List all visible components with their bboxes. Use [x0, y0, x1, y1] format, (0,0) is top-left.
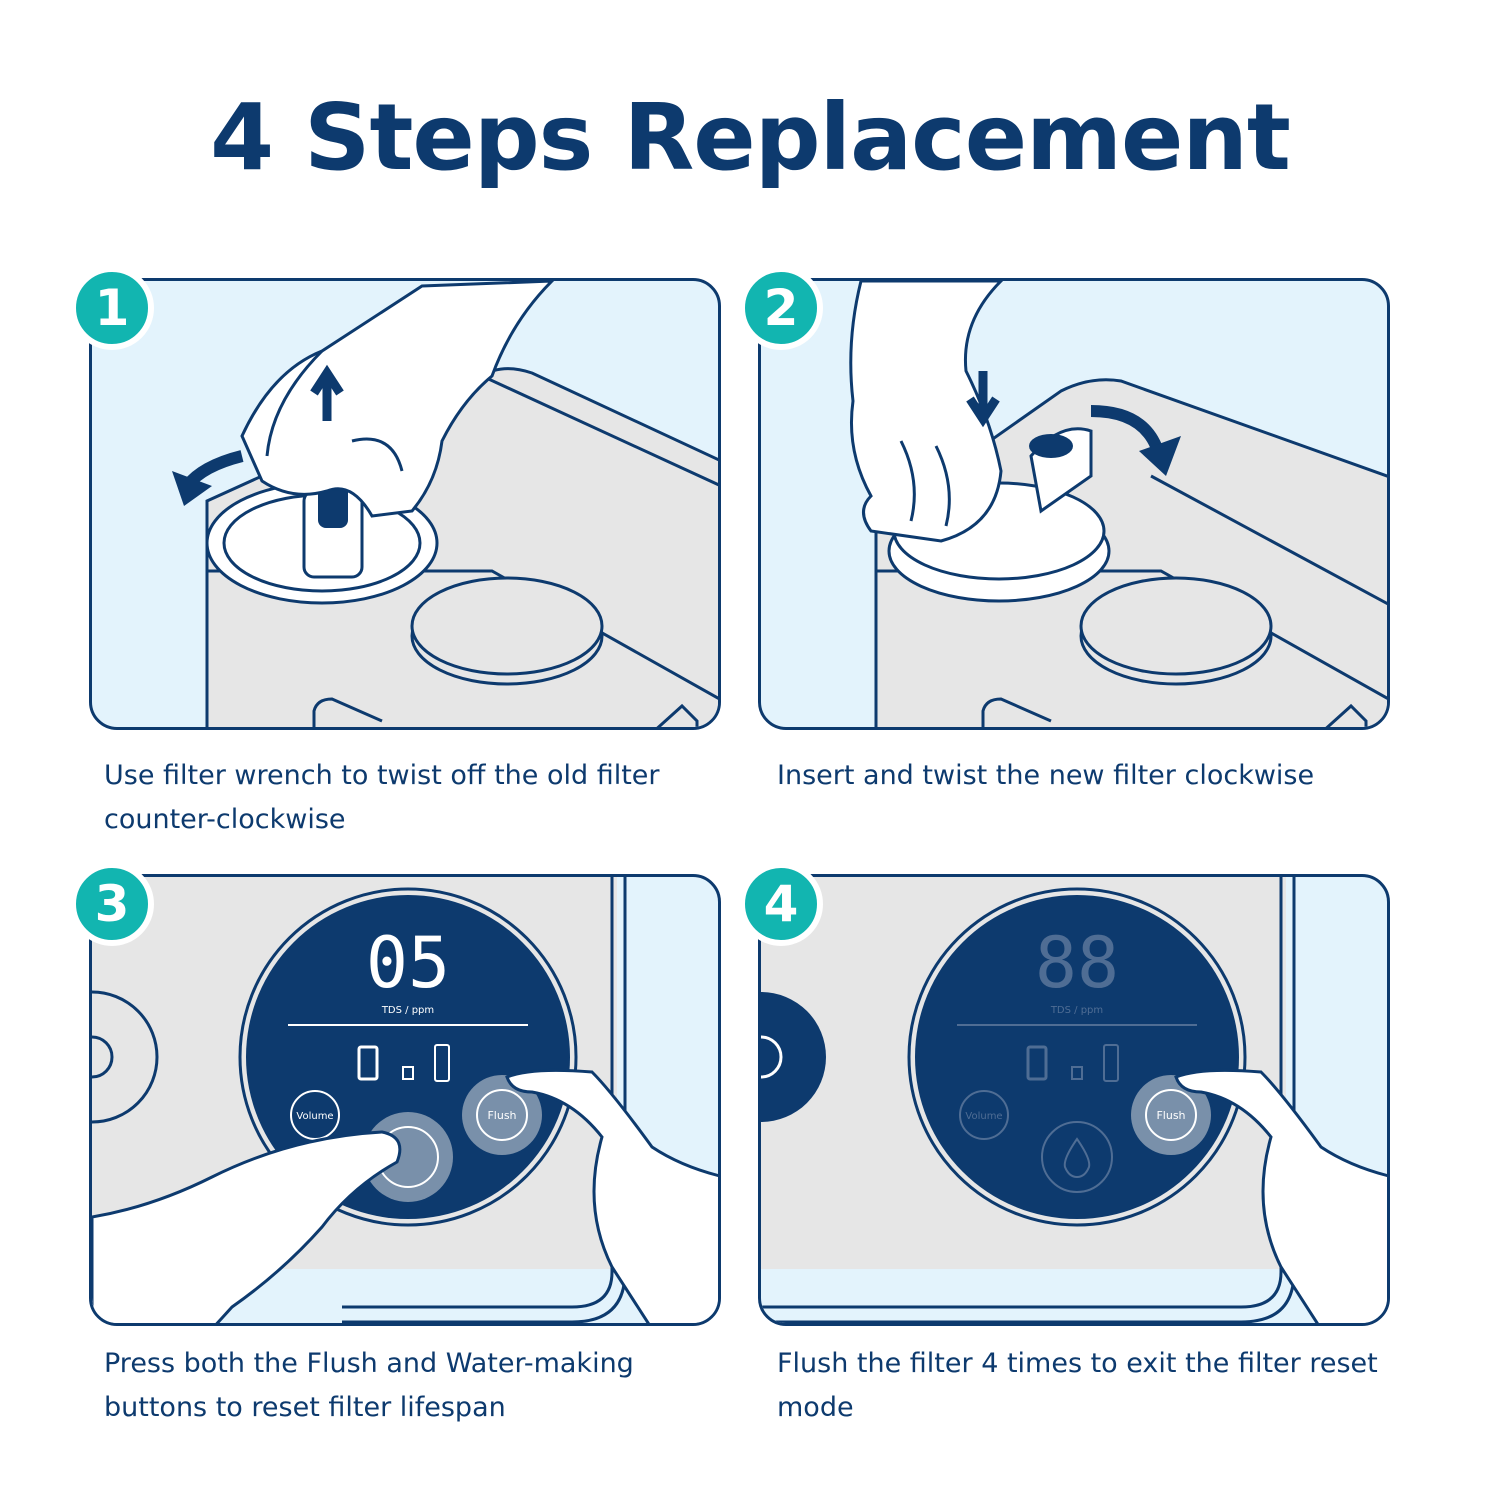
filter-install-illustration — [849, 281, 1387, 727]
step-3-badge: 3 — [70, 862, 154, 946]
step-1-badge: 1 — [70, 266, 154, 350]
volume-button[interactable]: Volume — [296, 1111, 333, 1122]
tds-digits: 05 — [366, 922, 450, 1004]
step-3-caption: Press both the Flush and Water-making bu… — [104, 1348, 634, 1423]
flush-exit-illustration: 88 TDS / ppm Volume Flush — [761, 877, 1387, 1323]
step-4-badge: 4 — [739, 862, 823, 946]
tds-unit: TDS / ppm — [1050, 1005, 1103, 1016]
step-2-illustration — [758, 278, 1390, 730]
step-4-caption: Flush the filter 4 times to exit the fil… — [777, 1348, 1378, 1423]
flush-button[interactable]: Flush — [1156, 1109, 1185, 1122]
tds-digits: 88 — [1035, 922, 1119, 1004]
step-2-badge: 2 — [739, 266, 823, 350]
step-2-caption: Insert and twist the new filter clockwis… — [777, 760, 1315, 791]
page-title: 4 Steps Replacement — [210, 84, 1291, 191]
step-1-caption: Use filter wrench to twist off the old f… — [104, 760, 660, 835]
tds-unit: TDS / ppm — [381, 1005, 434, 1016]
step-4-illustration: 88 TDS / ppm Volume Flush — [758, 874, 1390, 1326]
step-3-illustration: 05 TDS / ppm Volume Flush — [89, 874, 721, 1326]
control-panel-reset-illustration: 05 TDS / ppm Volume Flush — [92, 877, 718, 1323]
filter-removal-illustration — [172, 281, 718, 727]
step-1-illustration — [89, 278, 721, 730]
volume-button[interactable]: Volume — [965, 1111, 1002, 1122]
flush-button[interactable]: Flush — [487, 1109, 516, 1122]
